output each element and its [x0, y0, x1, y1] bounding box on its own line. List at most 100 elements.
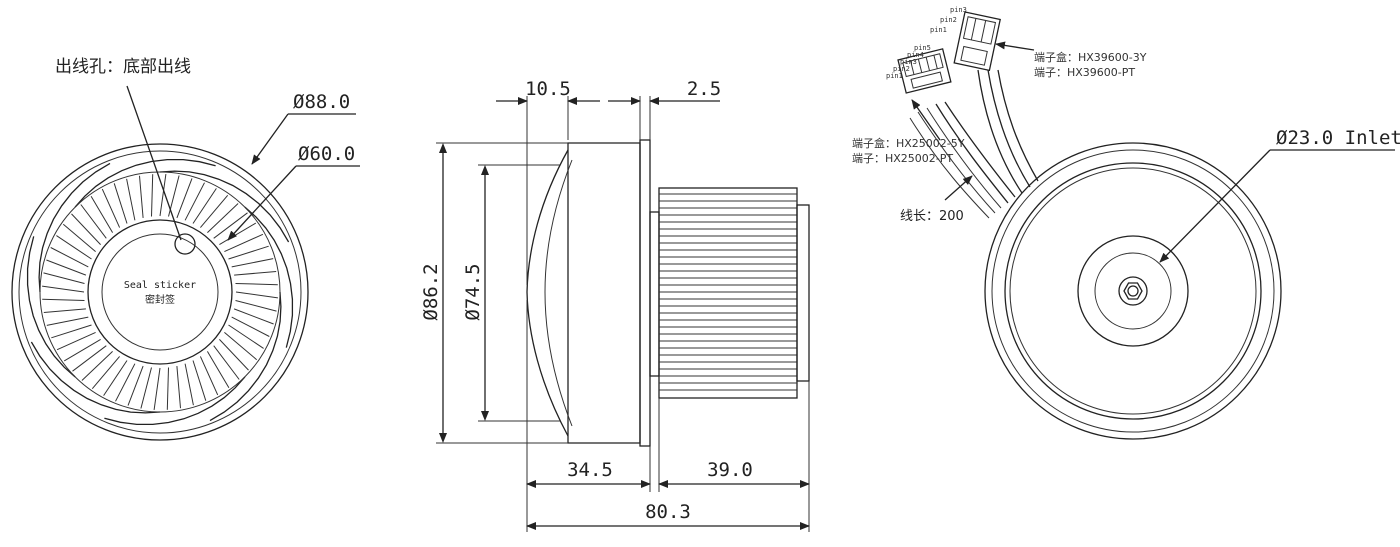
fin-line	[91, 356, 120, 390]
fin-line	[192, 360, 207, 401]
curved-vane	[38, 162, 111, 293]
wire-harness	[909, 69, 1039, 219]
housing-body	[567, 142, 641, 444]
fin-line	[126, 178, 136, 221]
fin-line	[50, 247, 89, 268]
fin-ring-outer	[39, 171, 281, 413]
rear-outer-rim	[984, 142, 1282, 440]
front-fin-ring	[42, 174, 278, 410]
rear-hub-ring	[1094, 252, 1172, 330]
rear-rim-inner	[991, 149, 1275, 433]
curved-vane	[74, 158, 216, 208]
connector-b-pin4: pin4	[907, 51, 924, 59]
fin-line	[228, 324, 264, 349]
fin-line	[176, 366, 181, 409]
fin-line	[192, 188, 217, 224]
fin-line	[115, 363, 136, 402]
fin-line	[72, 345, 107, 372]
connector-b-box-label: 端子盒：HX25002-5Y	[852, 136, 965, 150]
curved-vane	[244, 206, 294, 348]
rear-shaft	[1127, 285, 1139, 297]
connector-a-leader	[995, 41, 1035, 51]
front-outer-rim	[11, 143, 309, 441]
fin-line	[235, 300, 277, 312]
connector-a-pin1: pin1	[930, 26, 947, 34]
fin-line	[234, 271, 277, 276]
front-outer-rim-inner	[18, 150, 302, 434]
housing-curve	[526, 149, 569, 437]
fin-line	[113, 183, 128, 224]
fin-line	[139, 175, 144, 218]
rear-face	[1004, 162, 1262, 420]
connector-b-pin5: pin5	[914, 44, 931, 52]
fin-line	[103, 360, 128, 396]
fin-line	[46, 259, 87, 276]
outlet-leader-line	[126, 85, 182, 241]
fin-line	[71, 213, 101, 245]
connector-b-terminal-label: 端子：HX25002-PT	[852, 152, 953, 165]
fin-line	[56, 235, 92, 260]
dim-74-5-arrow-bottom	[481, 411, 489, 421]
fin-line	[233, 308, 274, 325]
front-view: Seal sticker 密封签 出线孔：底部出线 Ø88.0 Ø60.0	[11, 57, 360, 441]
dim-2-5-label: 2.5	[687, 78, 721, 100]
motor-fins	[659, 193, 797, 391]
outer-diameter-label: Ø88.0	[293, 91, 350, 113]
fin-line	[184, 363, 194, 406]
fin-line	[235, 283, 278, 286]
fin-line	[90, 195, 114, 233]
fin-line	[42, 298, 85, 301]
inlet-leader	[1159, 149, 1271, 263]
fin-line	[231, 316, 270, 337]
fin-line	[159, 174, 167, 217]
fin-line	[207, 203, 239, 233]
fin-line	[176, 178, 193, 219]
connector-b	[897, 48, 952, 94]
fin-line	[213, 345, 240, 380]
fin-line	[127, 365, 144, 406]
dim-39-0-label: 39.0	[707, 459, 753, 481]
connector-a-pin2: pin2	[940, 16, 957, 24]
fin-line	[184, 182, 205, 221]
connector-a-pin3: pin3	[950, 6, 967, 14]
dim-86-2-arrow-top	[439, 143, 447, 153]
fin-line	[166, 367, 169, 410]
fin-line	[199, 356, 219, 396]
fin-line	[56, 331, 96, 351]
connector-b-leader	[911, 99, 941, 141]
side-view: 10.5 2.5 Ø86.2 Ø74.5 34.5 39.0	[420, 78, 810, 532]
fin-line	[62, 223, 96, 252]
fin-line	[80, 204, 107, 239]
dim-80-3-label: 80.3	[645, 501, 691, 523]
dim-74-5-label: Ø74.5	[462, 263, 484, 320]
fin-line	[51, 324, 92, 339]
fin-line	[228, 245, 269, 260]
flange	[639, 139, 651, 447]
fin-line	[213, 212, 248, 239]
seal-sticker	[101, 233, 219, 351]
curved-vane	[209, 291, 282, 422]
rear-view: Ø23.0 Inlet pin1 pin2 pin3	[852, 6, 1400, 440]
curved-vane	[30, 341, 161, 414]
dim-34-5-label: 34.5	[567, 459, 613, 481]
fin-line	[231, 258, 274, 268]
inner-diameter-leader	[227, 165, 297, 241]
fin-line	[101, 188, 121, 228]
connector-a-terminal-label: 端子：HX39600-PT	[1034, 66, 1135, 79]
fin-line	[224, 233, 264, 253]
connector-b-pin1: pin1	[886, 72, 903, 80]
fin-line	[46, 316, 89, 326]
fin-line	[224, 332, 258, 361]
connector-b-pin3: pin3	[900, 58, 917, 66]
seal-label-cn: 密封签	[145, 293, 175, 306]
fin-line	[42, 285, 85, 293]
curved-vane	[159, 170, 290, 243]
rear-hub-outer	[1077, 235, 1189, 347]
outlet-hole	[174, 233, 196, 255]
motor-end-cap	[796, 204, 810, 382]
wire-length-label: 线长：200	[900, 209, 964, 224]
shaft-collar	[649, 211, 660, 377]
fin-line	[63, 338, 101, 362]
fin-line	[153, 367, 161, 410]
